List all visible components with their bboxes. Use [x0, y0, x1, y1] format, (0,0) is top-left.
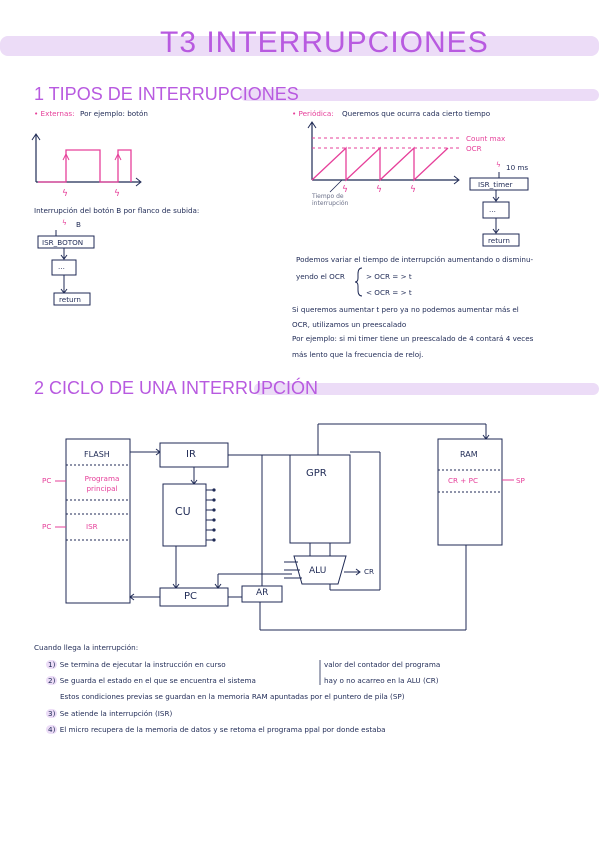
side-note-1: valor del contador del programa — [324, 660, 441, 669]
ram-label: RAM — [460, 450, 478, 459]
section2-highlight — [254, 383, 599, 395]
timer-return: return — [488, 236, 510, 245]
section1-heading: 1 TIPOS DE INTERRUPCIONES — [34, 84, 299, 104]
isr-boton-label: ISR_BOTON — [42, 238, 84, 247]
boton-b: B — [76, 220, 81, 229]
isr-timer-label: ISR_timer — [478, 180, 513, 189]
step-3: 3) Se atiende la interrupción (ISR) — [46, 709, 173, 718]
section1-highlight — [240, 89, 599, 101]
para-line-0: Podemos variar el tiempo de interrupción… — [296, 255, 534, 264]
boton-dots: ... — [58, 262, 65, 271]
boton-bolt: ϟ — [62, 218, 67, 227]
flash-label: FLASH — [84, 450, 110, 459]
boton-caption: Interrupción del botón B por flanco de s… — [34, 206, 200, 215]
para-line-6: Por ejemplo: si mi timer tiene un preesc… — [292, 334, 534, 343]
alu-label: ALU — [309, 566, 327, 576]
timer-dots: ... — [489, 205, 496, 214]
step-1: 1) Se termina de ejecutar la instrucción… — [46, 660, 226, 669]
para-line-2: > OCR = > t — [366, 272, 412, 281]
steps-intro: Cuando llega la interrupción: — [34, 643, 139, 652]
cycle-diagram — [55, 423, 514, 631]
programa-label: Programa principal — [84, 474, 120, 493]
side-note-2: hay o no acarreo en la ALU (CR) — [324, 676, 439, 685]
step-2-detail: Estos condiciones previas se guardan en … — [60, 692, 405, 701]
sp-label: SP — [516, 476, 525, 485]
ir-label: IR — [186, 449, 196, 460]
cu-label: CU — [175, 505, 191, 518]
pc-pointer-1: PC — [42, 476, 52, 485]
svg-text:ϟ: ϟ — [410, 185, 416, 195]
pc-label: PC — [184, 591, 198, 602]
para-line-4: Si queremos aumentar t pero ya no podemo… — [292, 305, 519, 314]
svg-text:ϟ: ϟ — [342, 185, 348, 195]
para-line-5: OCR, utilizamos un preescalado — [292, 320, 407, 329]
gpr-label: GPR — [306, 468, 327, 479]
isr-label: ISR — [86, 522, 98, 531]
periodica-label: • Periódica: — [292, 109, 334, 118]
page-title: T3 INTERRUPCIONES — [160, 26, 489, 59]
sawtooth-graph: ϟ ϟ ϟ — [307, 121, 462, 195]
timer-bolt: ϟ — [496, 160, 501, 169]
svg-text:ϟ: ϟ — [62, 189, 68, 199]
externas-text: Por ejemplo: botón — [80, 109, 148, 118]
ar-label: AR — [256, 588, 269, 598]
ocr-label: OCR — [466, 144, 482, 153]
ten-ms: 10 ms — [506, 163, 529, 172]
section2-heading: 2 CICLO DE UNA INTERRUPCIÓN — [34, 378, 319, 398]
svg-text:ϟ: ϟ — [376, 185, 382, 195]
cr-label: CR — [364, 567, 375, 576]
externas-label: • Externas: — [34, 109, 75, 118]
step-4: 4) El micro recupera de la memoria de da… — [46, 725, 386, 734]
para-line-7: más lento que la frecuencia de reloj. — [292, 350, 424, 359]
button-pulse-graph: ϟ ϟ — [31, 133, 142, 199]
pc-pointer-2: PC — [42, 522, 52, 531]
title-highlight — [0, 36, 599, 56]
tiempo-label: Tiempo de interrupción — [312, 193, 349, 207]
para-line-1: yendo el OCR — [296, 272, 345, 281]
svg-text:ϟ: ϟ — [114, 189, 120, 199]
periodica-text: Queremos que ocurra cada cierto tiempo — [342, 109, 491, 118]
boton-return: return — [59, 295, 81, 304]
count-max-label: Count max — [466, 134, 506, 143]
step-2: 2) Se guarda el estado en el que se encu… — [46, 676, 256, 685]
cr-pc-label: CR + PC — [448, 476, 478, 485]
timer-flowchart — [469, 172, 529, 247]
para-line-3: < OCR = > t — [366, 288, 412, 297]
button-flowchart — [37, 230, 95, 306]
